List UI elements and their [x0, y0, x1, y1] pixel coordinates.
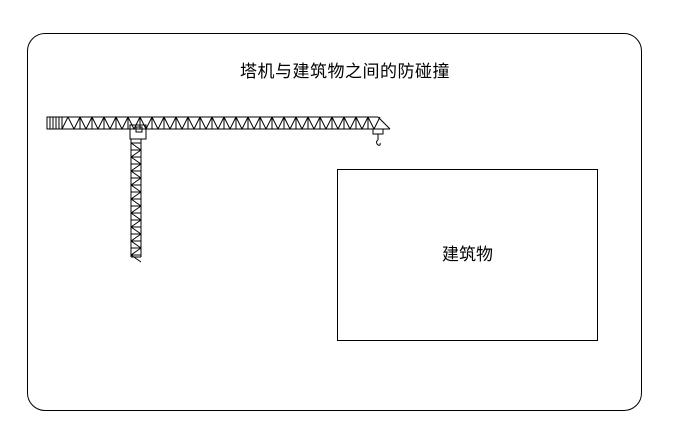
building-label: 建筑物 — [442, 245, 493, 265]
diagram-title: 塔机与建筑物之间的防碰撞 — [240, 62, 450, 82]
building-box: 建筑物 — [337, 169, 598, 341]
diagram-frame — [27, 33, 642, 411]
